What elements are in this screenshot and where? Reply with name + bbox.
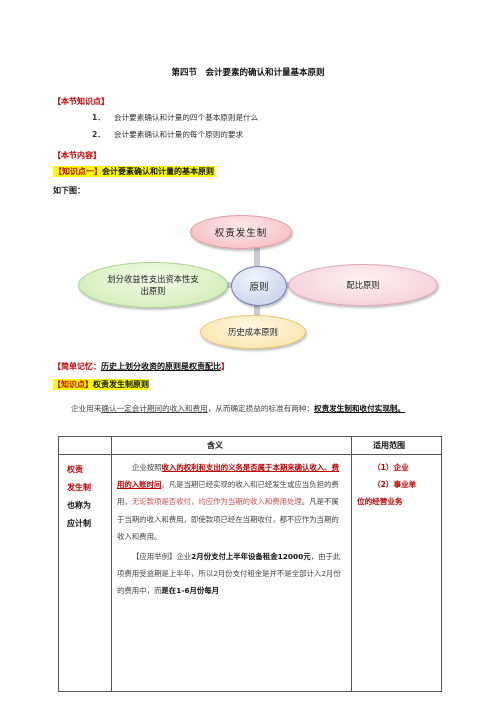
accrual-table: 含义 适用范围 权责 发生制 也称为 应计制 企业按照收入的权利和支出的义务是否… bbox=[58, 436, 442, 692]
diagram-node-accrual: 权责发生制 bbox=[190, 215, 292, 249]
memo-end: 】 bbox=[221, 362, 229, 371]
cell-bold: 是在1-6月份每月 bbox=[161, 586, 220, 596]
example-paragraph: 【应用举例】企业2月份支付上半年设备租金12000元，由于此项费用受益期是上半年… bbox=[117, 548, 345, 600]
table-divider bbox=[111, 437, 112, 691]
knowledge-point-2-heading: 【知识点】权责发生制原则 bbox=[53, 379, 149, 390]
table-divider bbox=[59, 454, 441, 455]
page-title: 第四节 会计要素的确认和计量基本原则 bbox=[171, 68, 325, 78]
para-emphasis: 权责发生制和收付实现制。 bbox=[314, 404, 406, 413]
list-item: 2． 会计要素确认和计量的每个原则的要求 bbox=[92, 129, 243, 140]
meaning-paragraph: 企业按照收入的权利和支出的义务是否属于本期来确认收入、费用的入账时间。凡是当期已… bbox=[117, 459, 345, 545]
cell-text: 。凡是当期已经实现的收入和已经发生或应当负担的费用， bbox=[117, 480, 339, 507]
figure-label: 如下图： bbox=[53, 186, 85, 195]
cell-bold: 2月份支付上半年设备租金12000元 bbox=[191, 552, 311, 562]
memo-text: 历史上划分收资的原则是权责配比 bbox=[101, 362, 221, 371]
diagram-node-expenditure-division: 划分收益性支出资本性支出原则 bbox=[78, 262, 228, 308]
cell-emphasis: 收入的权利和支出的义务是否属于本期来确认收入、费用的入账时间 bbox=[117, 463, 339, 490]
knowledge-label: 【知识点一】 bbox=[54, 167, 102, 176]
list-item: 1． 会计要素确认和计量的四个基本原则是什么 bbox=[92, 112, 258, 123]
diagram-node-historical-cost: 历史成本原则 bbox=[200, 315, 306, 349]
term-line: 发生制 bbox=[67, 483, 91, 492]
list-text: 会计要素确认和计量的每个原则的要求 bbox=[114, 130, 244, 139]
knowledge-label: 【知识点】 bbox=[53, 380, 93, 389]
scope-item: （1）企业 bbox=[373, 463, 409, 472]
section-points-heading: 【本节知识点】 bbox=[53, 97, 109, 106]
table-header-scope: 适用范围 bbox=[373, 441, 405, 450]
memo-label: 【简单记忆： bbox=[53, 362, 101, 371]
list-text: 会计要素确认和计量的四个基本原则是什么 bbox=[114, 113, 259, 122]
cell-red-text: 无论款项是否收付，均应作为当期的收入和费用处理 bbox=[131, 497, 302, 507]
term-line: 也称为 bbox=[67, 501, 91, 510]
para-text: 企业用来 bbox=[71, 404, 102, 413]
scope-item: 位的经营业务 bbox=[357, 497, 403, 506]
table-cell-scope: （1）企业 （2）事业单 位的经营业务 bbox=[357, 459, 437, 510]
para-text: ，从而确定损益的标准有两种： bbox=[207, 404, 314, 413]
knowledge-text: 权责发生制原则 bbox=[93, 380, 149, 389]
cell-text: 。凡是不属于当期的收入和费用，即使款项已经在当期收付，都不应作为当期的收入和费用… bbox=[117, 497, 339, 541]
diagram-node-text: 划分收益性支出资本性支出原则 bbox=[107, 274, 199, 296]
cell-text: ，由于此项费用受益期是上半年，所以2月份支付租金是并不是全部计入2月份的费用中，… bbox=[117, 552, 341, 596]
table-header-meaning: 含义 bbox=[207, 441, 223, 450]
diagram-node-center: 原则 bbox=[231, 266, 287, 306]
table-cell-meaning: 企业按照收入的权利和支出的义务是否属于本期来确认收入、费用的入账时间。凡是当期已… bbox=[117, 459, 345, 600]
cell-text: 【应用举例】企业 bbox=[132, 552, 192, 562]
table-cell-term: 权责 发生制 也称为 应计制 bbox=[67, 461, 107, 533]
para-underlined: 确认一定会计期间的收入和费用 bbox=[101, 404, 208, 413]
section-content-heading: 【本节内容】 bbox=[53, 151, 101, 160]
term-line: 应计制 bbox=[67, 519, 91, 528]
memory-tip: 【简单记忆：历史上划分收资的原则是权责配比】 bbox=[53, 361, 229, 372]
knowledge-text: 会计要素确认和计量的基本原则 bbox=[102, 167, 214, 176]
scope-item: （2）事业单 bbox=[373, 480, 417, 489]
knowledge-point-1-heading: 【知识点一】会计要素确认和计量的基本原则 bbox=[53, 166, 215, 177]
diagram-node-matching: 配比原则 bbox=[288, 264, 438, 306]
table-divider bbox=[351, 437, 352, 691]
list-number: 1． bbox=[92, 113, 105, 122]
intro-paragraph: 企业用来确认一定会计期间的收入和费用，从而确定损益的标准有两种：权责发生制和收付… bbox=[53, 400, 458, 417]
cell-text: 企业按照 bbox=[132, 463, 162, 472]
list-number: 2． bbox=[92, 130, 105, 139]
term-line: 权责 bbox=[67, 465, 83, 474]
